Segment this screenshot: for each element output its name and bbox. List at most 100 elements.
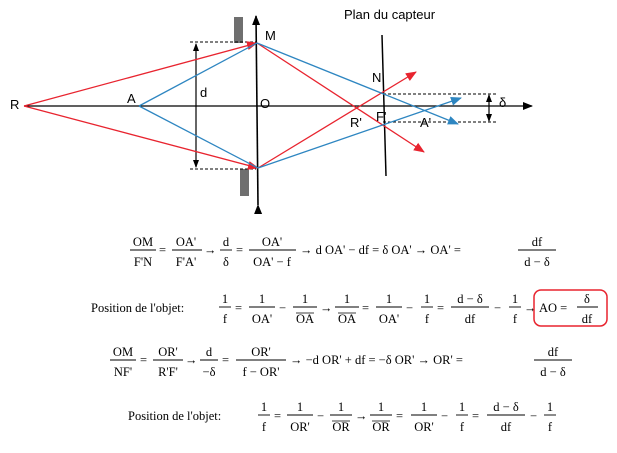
eq1-f4-num: OA'	[262, 235, 282, 249]
eq2-f2-num: 1	[259, 292, 265, 306]
eq3-f2-den: R'F'	[158, 365, 178, 379]
eq4-arrow: →	[355, 409, 368, 423]
equation-2: Position de l'objet: 1 f = 1 OA' − 1 OA …	[91, 289, 608, 327]
eq2-f7-den: df	[465, 312, 476, 326]
eq2-f8-num: 1	[512, 292, 518, 306]
label-r-prime: R'	[350, 115, 362, 130]
eq2-f5-num: 1	[386, 292, 392, 306]
eq3-f1-den: NF'	[114, 365, 132, 379]
result-box	[533, 289, 608, 327]
eq1-f1-num: OM	[133, 235, 153, 249]
eq2-label: Position de l'objet:	[91, 301, 184, 315]
red-ray-bottom-out	[257, 71, 417, 169]
label-a: A	[127, 91, 136, 106]
eq3-f2-num: OR'	[158, 345, 178, 359]
eq4-f7-den: df	[501, 420, 512, 434]
eq2-f1-den: f	[223, 312, 228, 326]
eq2-f3-num: 1	[302, 292, 308, 306]
red-ray-r-to-bottom	[23, 105, 259, 170]
eq3-f4-den: f − OR'	[242, 365, 279, 379]
eq2-minus3: −	[494, 301, 501, 315]
eq3-f4-num: OR'	[251, 345, 271, 359]
eq2-eq2: =	[362, 301, 369, 315]
eq3-f5-den: d − δ	[540, 365, 566, 379]
eq2-f6-den: f	[425, 312, 430, 326]
equation-3: OM NF' = OR' R'F' → d −δ = OR' f − OR' →…	[110, 345, 572, 379]
label-n: N	[372, 70, 381, 85]
label-d: d	[200, 85, 207, 100]
eq1-f4-den: OA' − f	[253, 255, 292, 269]
equation-1: OM F'N = OA' F'A' → d δ = OA' OA' − f → …	[130, 235, 556, 269]
equation-4: Position de l'objet: 1 f = 1 OR' − 1 OR …	[128, 400, 556, 434]
eq3-rest: → −d OR' + df = −δ OR' → OR' =	[290, 353, 463, 367]
eq4-f3-den: OR	[332, 420, 350, 434]
eq4-eq3: =	[472, 409, 479, 423]
eq3-f5-num: df	[548, 345, 559, 359]
eq1-f3-den: δ	[223, 255, 229, 269]
eq4-f1-num: 1	[261, 400, 267, 414]
eq1-eq-a: =	[159, 243, 166, 257]
eq1-eq-b: =	[236, 243, 243, 257]
aperture-stop-bottom	[240, 169, 249, 196]
eq4-f8-num: 1	[547, 400, 553, 414]
eq1-f2-num: OA'	[176, 235, 196, 249]
eq2-minus2: −	[406, 301, 413, 315]
eq2-boxed-lhs: AO =	[539, 301, 567, 315]
eq3-f3-den: −δ	[203, 365, 216, 379]
eq4-label: Position de l'objet:	[128, 409, 221, 423]
eq2-eq1: =	[235, 301, 242, 315]
lens	[252, 15, 263, 215]
aperture-stop-top	[234, 17, 243, 43]
eq3-f1-num: OM	[113, 345, 133, 359]
label-a-prime: A'	[420, 115, 431, 130]
eq1-f5-den: d − δ	[524, 255, 550, 269]
label-r: R	[10, 97, 19, 112]
eq4-eq1: =	[274, 409, 281, 423]
label-o: O	[260, 96, 270, 111]
eq2-minus1: −	[279, 301, 286, 315]
eq2-f6-num: 1	[424, 292, 430, 306]
eq4-f6-num: 1	[459, 400, 465, 414]
label-f-prime: F'	[376, 109, 386, 124]
sensor-plane-title: Plan du capteur	[344, 7, 436, 22]
eq3-eq2: =	[222, 353, 229, 367]
eq1-rest: → d OA' − df = δ OA' → OA' =	[300, 243, 461, 257]
eq4-f4-den: OR	[372, 420, 390, 434]
eq4-minus3: −	[530, 409, 537, 423]
eq2-f1-num: 1	[222, 292, 228, 306]
eq2-f2-den: OA'	[252, 312, 272, 326]
eq4-f8-den: f	[548, 420, 553, 434]
eq2-f3-den: OA	[296, 312, 314, 326]
eq1-f5-num: df	[532, 235, 543, 249]
eq1-f3-num: d	[223, 235, 230, 249]
eq4-f6-den: f	[460, 420, 465, 434]
eq4-f4-num: 1	[378, 400, 384, 414]
eq2-arrow1: →	[320, 301, 333, 315]
eq2-boxed-den: df	[582, 312, 593, 326]
red-ray-m-out	[256, 42, 425, 153]
eq2-f7-num: d − δ	[457, 292, 483, 306]
eq1-arrow1: →	[204, 243, 217, 257]
eq4-f7-num: d − δ	[493, 400, 519, 414]
eq4-minus2: −	[441, 409, 448, 423]
label-m: M	[265, 28, 276, 43]
red-ray-r-to-m	[23, 41, 258, 107]
eq4-minus1: −	[317, 409, 324, 423]
eq2-eq3: =	[437, 301, 444, 315]
eq4-f5-den: OR'	[414, 420, 434, 434]
eq3-f3-num: d	[206, 345, 213, 359]
label-delta: δ	[499, 95, 506, 110]
blue-ray-a-to-bottom	[138, 105, 259, 169]
blue-ray-a-to-m	[138, 42, 258, 107]
sensor-plane	[381, 34, 387, 177]
eq4-f3-num: 1	[338, 400, 344, 414]
eq2-f8-den: f	[513, 312, 518, 326]
eq4-f2-den: OR'	[290, 420, 310, 434]
eq2-f5-den: OA'	[379, 312, 399, 326]
eq4-eq2: =	[396, 409, 403, 423]
eq4-f2-num: 1	[297, 400, 303, 414]
eq1-f2-den: F'A'	[176, 255, 196, 269]
eq4-f1-den: f	[262, 420, 267, 434]
eq1-f1-den: F'N	[134, 255, 152, 269]
